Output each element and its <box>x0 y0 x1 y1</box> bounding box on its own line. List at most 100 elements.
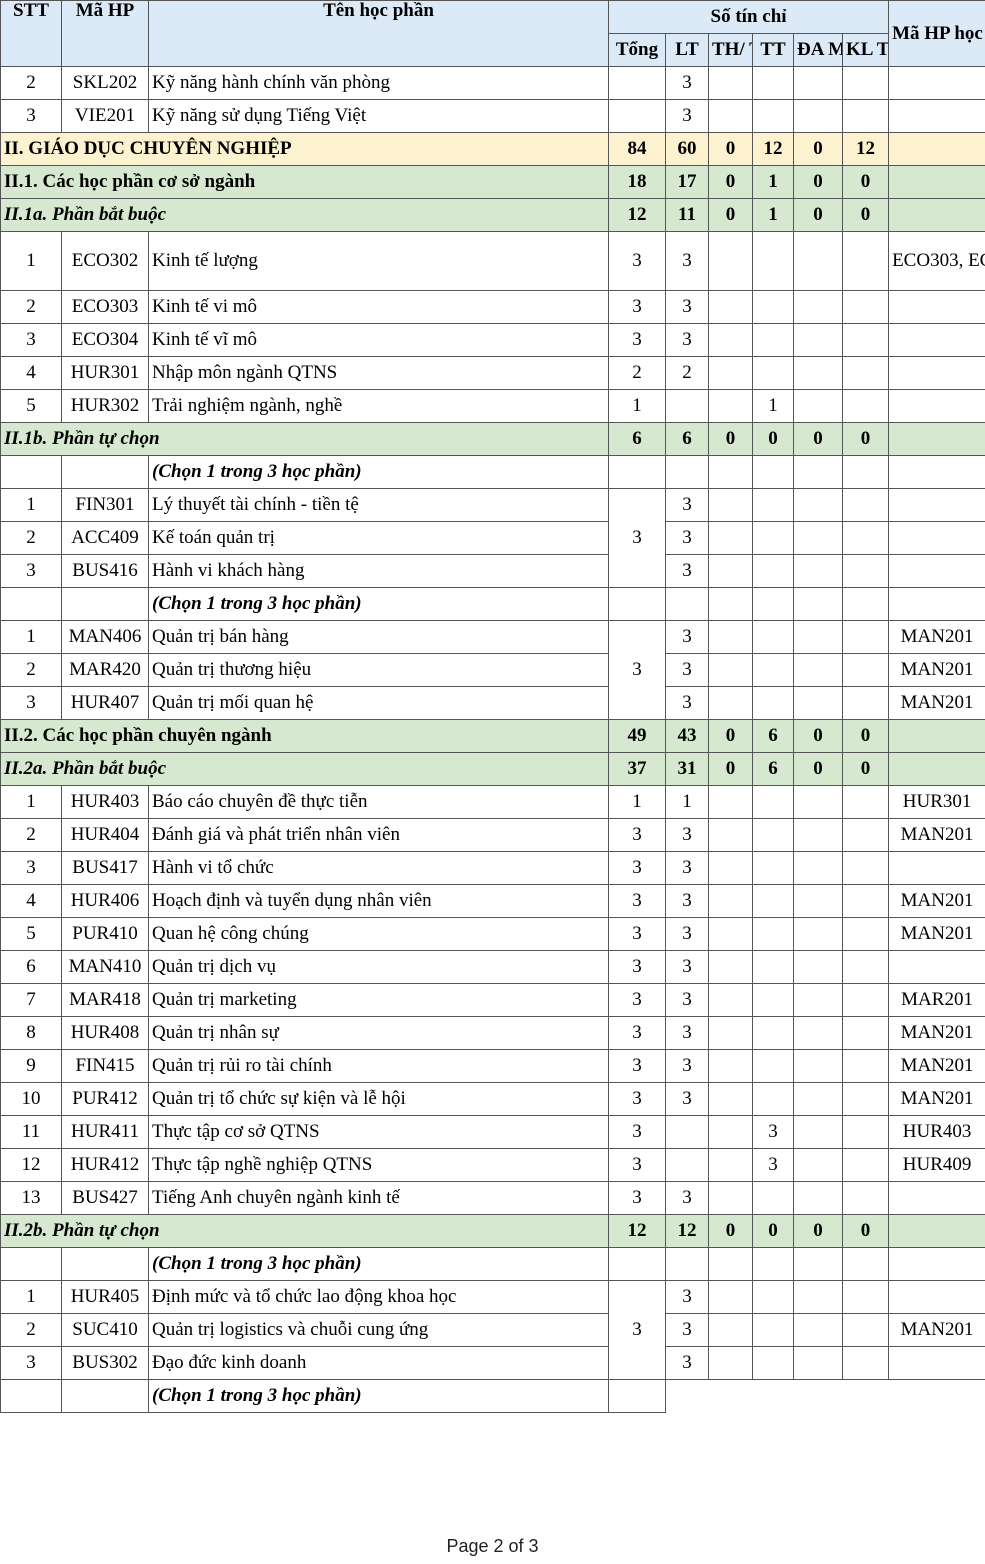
header-course-name: Tên học phần <box>148 0 609 67</box>
course-thesis <box>841 389 890 423</box>
course-prerequisite <box>888 389 985 423</box>
course-name: Quản trị rủi ro tài chính <box>148 1049 609 1083</box>
course-stt: 2 <box>0 521 62 555</box>
course-total: 3 <box>608 231 666 291</box>
course-name: Tiếng Anh chuyên ngành kinh tế <box>148 1181 609 1215</box>
course-lab <box>708 1280 753 1314</box>
course-theory: 3 <box>665 851 709 885</box>
course-stt: 3 <box>0 323 62 357</box>
blank-cell <box>888 455 985 489</box>
course-name: Quản trị logistics và chuỗi cung ứng <box>148 1313 609 1347</box>
course-stt: 3 <box>0 851 62 885</box>
course-lab <box>708 1016 753 1050</box>
course-thesis <box>841 653 890 687</box>
course-thesis <box>841 290 890 324</box>
section-prerequisite <box>888 198 985 232</box>
blank-cell <box>708 587 753 621</box>
course-prerequisite: MAN201 <box>888 1016 985 1050</box>
course-total: 3 <box>608 1280 666 1380</box>
course-code: HUR407 <box>61 686 149 720</box>
section-theory: 43 <box>665 719 709 753</box>
course-project <box>793 950 843 984</box>
course-project <box>793 1313 843 1347</box>
header-stt: STT <box>0 0 62 67</box>
course-thesis <box>841 950 890 984</box>
course-project <box>793 884 843 918</box>
course-total: 3 <box>608 1049 666 1083</box>
course-lab <box>708 917 753 951</box>
header-prerequisite: Mã HP học trước <box>888 0 985 67</box>
course-internship <box>752 818 794 852</box>
course-name: Kinh tế vĩ mô <box>148 323 609 357</box>
section-internship: 6 <box>752 719 794 753</box>
course-prerequisite <box>888 99 985 133</box>
course-project <box>793 983 843 1017</box>
course-prerequisite <box>888 554 985 588</box>
choice-note: (Chọn 1 trong 3 học phần) <box>148 455 609 489</box>
course-lab <box>708 983 753 1017</box>
course-total: 3 <box>608 488 666 588</box>
course-lab <box>708 66 753 100</box>
section-title: II.1b. Phần tự chọn <box>0 422 609 456</box>
course-code: ECO303 <box>61 290 149 324</box>
course-prerequisite: MAR201 <box>888 983 985 1017</box>
course-prerequisite: HUR409 <box>888 1148 985 1182</box>
course-stt: 8 <box>0 1016 62 1050</box>
blank-cell <box>666 1380 709 1413</box>
curriculum-table: STT Mã HP Tên học phần Số tín chỉ Mã HP … <box>0 0 985 1413</box>
course-theory: 3 <box>665 1313 709 1347</box>
course-project <box>793 851 843 885</box>
section-prerequisite <box>888 132 985 166</box>
choice-stt <box>0 1379 62 1413</box>
course-total: 3 <box>608 851 666 885</box>
course-code: HUR302 <box>61 389 149 423</box>
course-theory <box>665 1115 709 1149</box>
course-theory: 3 <box>665 554 709 588</box>
section-prerequisite <box>888 719 985 753</box>
course-theory: 3 <box>665 1346 709 1380</box>
course-project <box>793 231 843 291</box>
course-stt: 4 <box>0 884 62 918</box>
course-thesis <box>841 231 890 291</box>
section-prerequisite <box>888 422 985 456</box>
course-name: Trải nghiệm ngành, nghề <box>148 389 609 423</box>
course-lab <box>708 99 753 133</box>
course-prerequisite <box>888 1181 985 1215</box>
blank-cell <box>794 1380 843 1413</box>
course-lab <box>708 488 753 522</box>
course-thesis <box>841 1280 890 1314</box>
section-internship: 0 <box>752 1214 794 1248</box>
section-thesis: 0 <box>841 165 890 199</box>
section-title: II.2a. Phần bắt buộc <box>0 752 609 786</box>
elective-choice-row: (Chọn 1 trong 3 học phần) <box>0 587 985 621</box>
section-internship: 1 <box>752 198 794 232</box>
course-project <box>793 488 843 522</box>
section-lab: 0 <box>708 719 753 753</box>
section-total: 49 <box>608 719 666 753</box>
course-prerequisite: MAN201 <box>888 620 985 654</box>
section-prerequisite <box>888 165 985 199</box>
course-internship <box>752 290 794 324</box>
section-project: 0 <box>793 752 843 786</box>
choice-code <box>61 1247 149 1281</box>
course-stt: 9 <box>0 1049 62 1083</box>
section-project: 0 <box>793 198 843 232</box>
section-title: II.2b. Phần tự chọn <box>0 1214 609 1248</box>
section-lab: 0 <box>708 752 753 786</box>
course-stt: 5 <box>0 389 62 423</box>
course-lab <box>708 851 753 885</box>
course-internship <box>752 983 794 1017</box>
course-theory: 3 <box>665 620 709 654</box>
course-code: HUR301 <box>61 356 149 390</box>
course-lab <box>708 950 753 984</box>
course-project <box>793 818 843 852</box>
